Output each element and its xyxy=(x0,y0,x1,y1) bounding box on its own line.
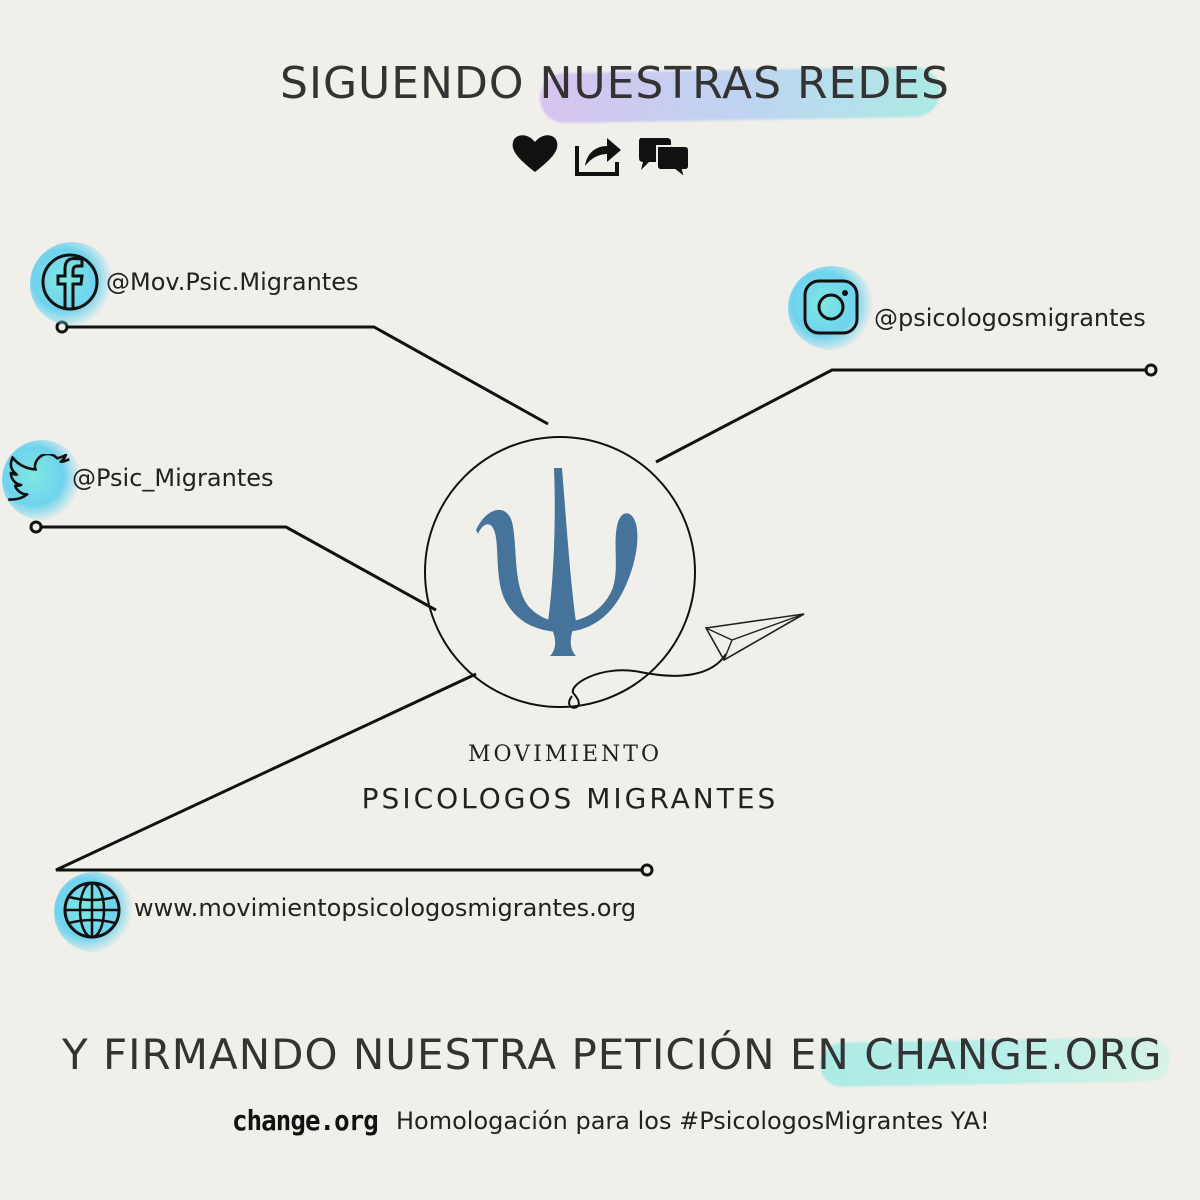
instagram-icon[interactable] xyxy=(802,278,860,336)
page-title: SIGUENDO NUESTRAS REDES xyxy=(280,58,950,109)
twitter-icon[interactable] xyxy=(8,454,72,506)
instagram-handle[interactable]: @psicologosmigrantes xyxy=(874,304,1146,332)
twitter-icon-background xyxy=(2,440,82,520)
globe-icon[interactable] xyxy=(62,880,122,940)
heart-icon xyxy=(512,135,558,172)
website-url[interactable]: www.movimientopsicologosmigrantes.org xyxy=(134,894,637,922)
facebook-handle[interactable]: @Mov.Psic.Migrantes xyxy=(106,268,359,296)
twitter-handle[interactable]: @Psic_Migrantes xyxy=(72,464,274,492)
organization-logo xyxy=(424,436,696,708)
organization-name-line1: MOVIMIENTO xyxy=(468,742,662,767)
paper-plane-icon xyxy=(704,613,805,662)
engagement-icons xyxy=(505,128,705,181)
share-icon xyxy=(575,138,621,176)
globe-icon-background xyxy=(54,872,134,952)
petition-call-to-action: Y FIRMANDO NUESTRA PETICIÓN EN CHANGE.OR… xyxy=(62,1030,1163,1079)
petition-title[interactable]: Homologación para los #PsicologosMigrant… xyxy=(396,1107,990,1135)
comments-icon xyxy=(639,138,690,181)
psi-symbol-icon xyxy=(476,468,638,656)
organization-name-line2: PSICOLOGOS MIGRANTES xyxy=(361,782,779,815)
change-org-logo[interactable]: change.org xyxy=(232,1104,379,1137)
facebook-icon[interactable] xyxy=(40,252,100,312)
